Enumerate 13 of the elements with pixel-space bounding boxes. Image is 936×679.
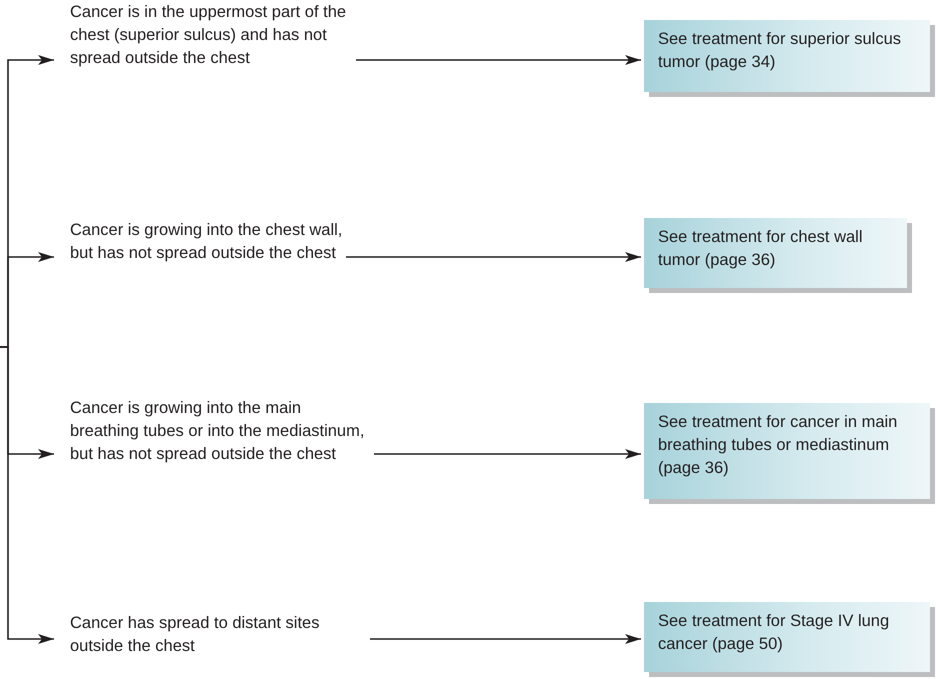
condition-text: Cancer has spread to distant sites outside the chest (54, 612, 370, 664)
arrow (374, 449, 641, 459)
condition-text: Cancer is growing into the chest wall, but has not spread outside the chest (54, 219, 346, 295)
treatment-box: See treatment for superior sulcus tumor (page 34) (644, 20, 930, 92)
condition-text: Cancer is in the uppermost part of the chest (superior sulcus) and has not spread outside the chest (54, 1, 356, 101)
treatment-box: See treatment for Stage IV lung cancer (page 50) (644, 602, 930, 672)
arrow (0, 346, 54, 644)
condition-text: Cancer is growing into the main breathing tubes or into the mediastinum, but has not spread outside the chest (54, 397, 374, 497)
arrow (356, 55, 641, 65)
arrow (370, 634, 641, 644)
treatment-box: See treatment for cancer in main breathing tubes or mediastinum (page 36) (644, 403, 930, 499)
treatment-box: See treatment for chest wall tumor (page 36) (644, 218, 907, 288)
arrow (346, 252, 641, 262)
